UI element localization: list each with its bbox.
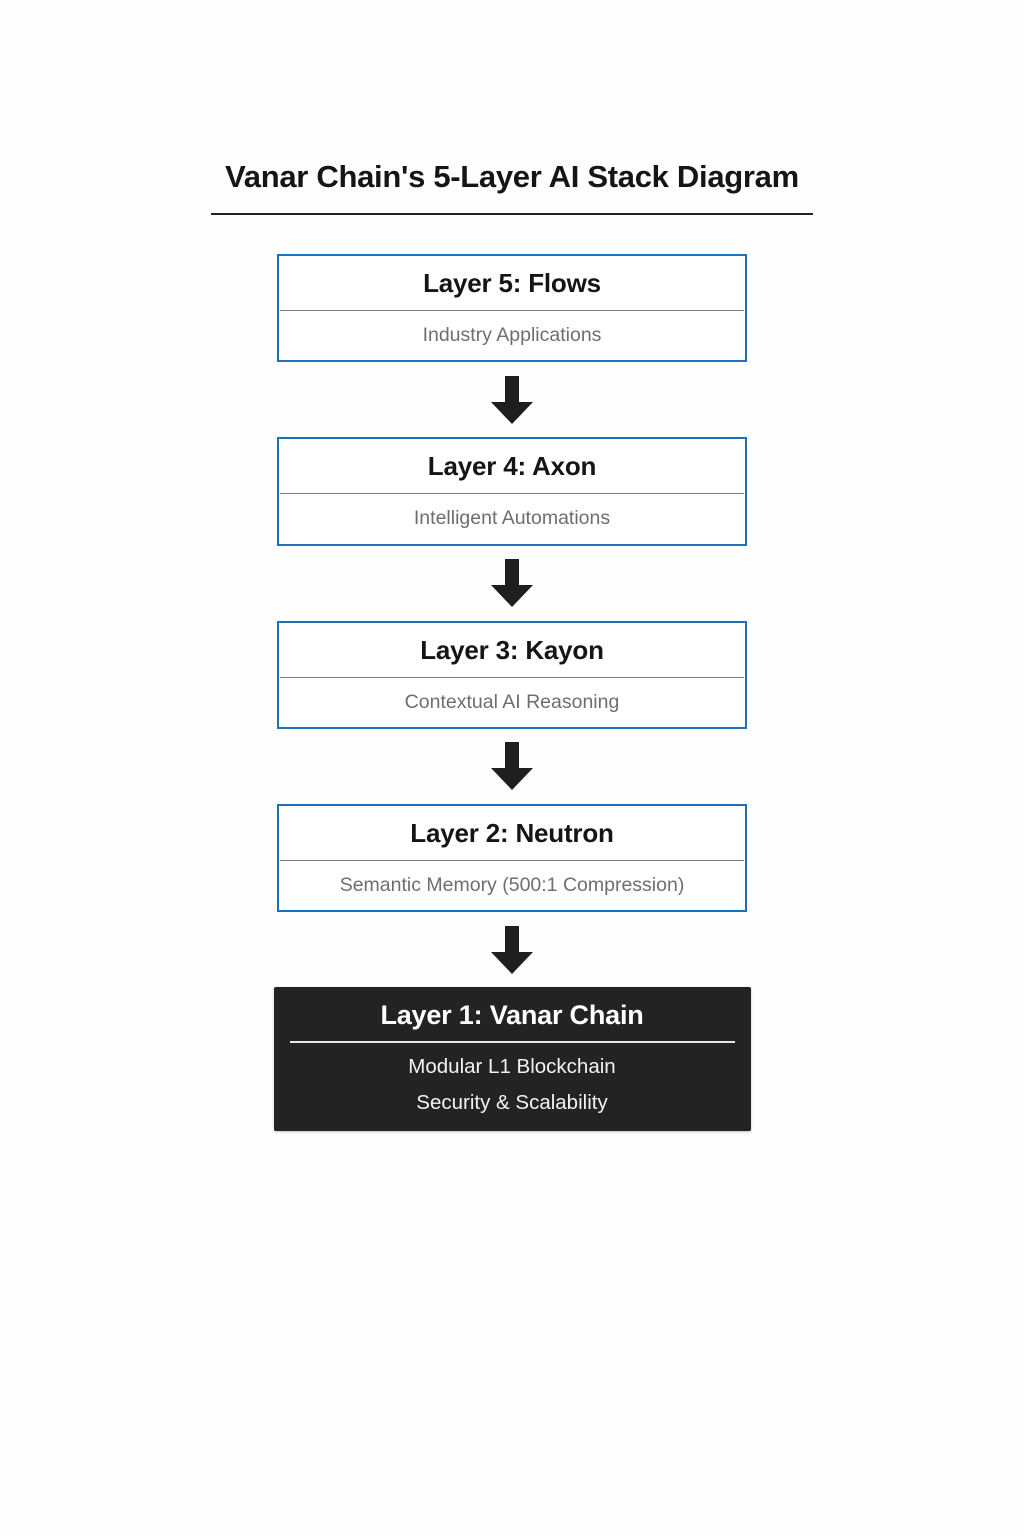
layer-divider: [280, 676, 744, 678]
arrow-connector-4-3: [0, 546, 1024, 621]
layer-subtitle-axon: Intelligent Automations: [413, 507, 611, 530]
layer-row-4: Layer 4: Axon Intelligent Automations: [0, 437, 1024, 546]
layer-box-vanar-chain[interactable]: Layer 1: Vanar Chain Modular L1 Blockcha…: [273, 987, 751, 1131]
layer-box-axon[interactable]: Layer 4: Axon Intelligent Automations: [277, 437, 747, 546]
layer-divider: [280, 859, 744, 861]
layer-divider: [289, 1041, 735, 1044]
arrow-connector-5-4: [0, 362, 1024, 437]
layer-box-flows[interactable]: Layer 5: Flows Industry Applications: [277, 254, 747, 363]
arrow-connector-3-2: [0, 729, 1024, 804]
layer-subtitle-group: Semantic Memory (500:1 Compression): [279, 861, 745, 910]
layer-row-5: Layer 5: Flows Industry Applications: [0, 254, 1024, 363]
layer-title-axon: Layer 4: Axon: [427, 451, 597, 482]
layer-subtitle-security: Security & Scalability: [416, 1090, 608, 1114]
layer-title-vanar-chain: Layer 1: Vanar Chain: [380, 1000, 644, 1031]
title-underline: [211, 213, 813, 215]
layer-subtitle-group: Contextual AI Reasoning: [279, 678, 745, 727]
arrow-down-icon: [491, 925, 533, 974]
layer-subtitle-flows: Industry Applications: [422, 324, 602, 346]
arrow-down-icon: [491, 559, 533, 608]
layer-box-kayon[interactable]: Layer 3: Kayon Contextual AI Reasoning: [277, 620, 747, 729]
arrow-connector-2-1: [0, 912, 1024, 987]
layer-title-flows: Layer 5: Flows: [423, 268, 601, 298]
layer-subtitle-blockchain: Modular L1 Blockchain: [408, 1055, 616, 1079]
arrow-down-icon: [491, 375, 533, 424]
layer-row-2: Layer 2: Neutron Semantic Memory (500:1 …: [0, 803, 1024, 913]
layer-subtitle-group: Modular L1 Blockchain Security & Scalabi…: [276, 1043, 749, 1128]
arrow-down-icon: [491, 742, 533, 791]
layer-subtitle-neutron: Semantic Memory (500:1 Compression): [339, 873, 685, 896]
title-block: Vanar Chain's 5-Layer AI Stack Diagram: [0, 158, 1024, 195]
layer-subtitle-kayon: Contextual AI Reasoning: [404, 690, 620, 713]
layer-row-3: Layer 3: Kayon Contextual AI Reasoning: [0, 620, 1024, 729]
layer-subtitle-group: Intelligent Automations: [279, 494, 745, 543]
page-title: Vanar Chain's 5-Layer AI Stack Diagram: [225, 159, 799, 194]
layer-subtitle-group: Industry Applications: [279, 311, 745, 360]
layer-row-1: Layer 1: Vanar Chain Modular L1 Blockcha…: [0, 987, 1024, 1131]
layer-divider: [280, 310, 744, 311]
layer-box-neutron[interactable]: Layer 2: Neutron Semantic Memory (500:1 …: [277, 803, 747, 913]
layer-title-neutron: Layer 2: Neutron: [410, 817, 614, 848]
layer-divider: [280, 493, 744, 495]
layer-stack: Layer 5: Flows Industry Applications Lay…: [0, 254, 1024, 1131]
layer-title-kayon: Layer 3: Kayon: [420, 634, 604, 665]
